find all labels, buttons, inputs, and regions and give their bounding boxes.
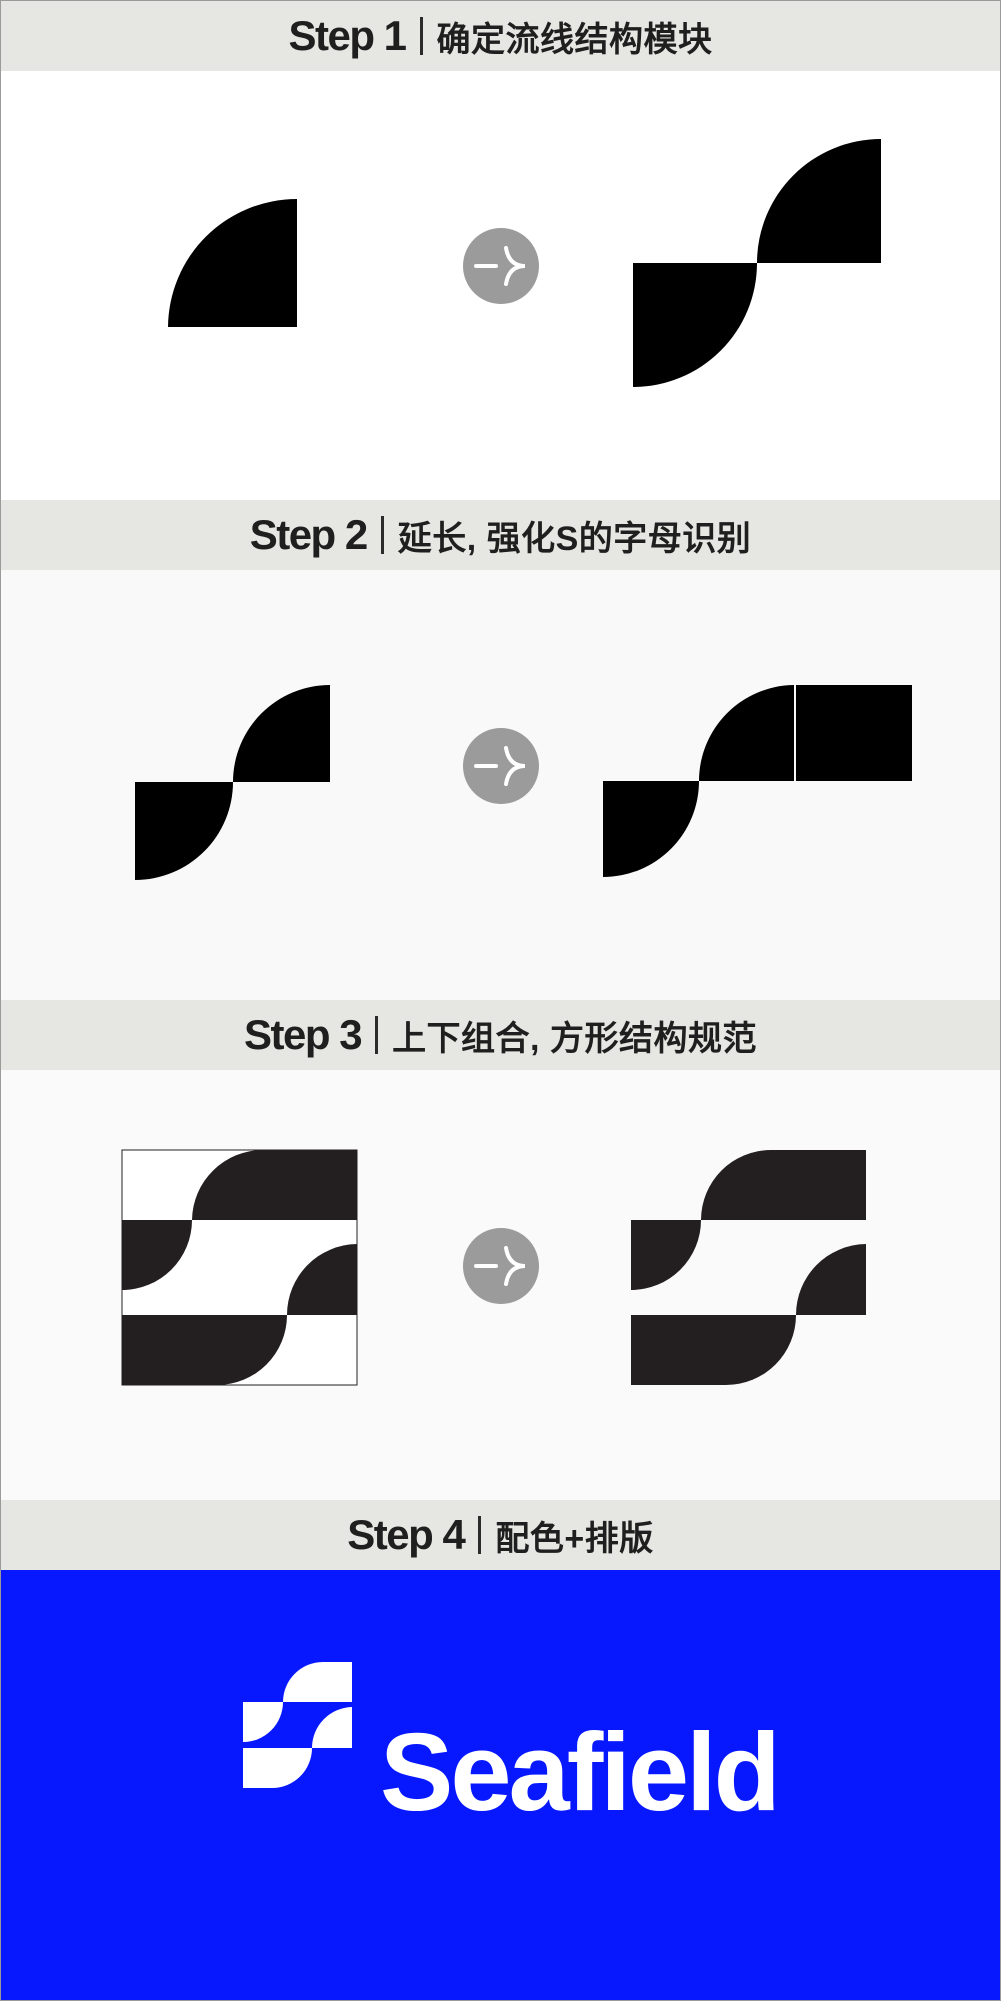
step-4-label: Step 4	[347, 1511, 466, 1558]
step-2-title: 延长, 强化S的字母识别	[397, 519, 752, 558]
step-2-panel	[1, 570, 1000, 1000]
step-1-header: Step 1 确定流线结构模块	[1, 1, 1000, 71]
brand-panel	[1, 1570, 1000, 2000]
step-3-title: 上下组合, 方形结构规范	[392, 1019, 757, 1058]
s-module-top	[233, 685, 330, 782]
s-mark-final	[631, 1150, 866, 1385]
step-2-header: Step 2 延长, 强化S的字母识别	[1, 500, 1000, 570]
step-separator	[478, 1516, 482, 1554]
s-module-top-extended	[699, 685, 794, 781]
step-3-header: Step 3 上下组合, 方形结构规范	[1, 1000, 1000, 1070]
seafield-logo-mark	[243, 1662, 352, 1788]
s-module-top	[757, 139, 881, 263]
brand-wordmark: Seafield	[380, 1711, 781, 1834]
step-1-panel	[1, 71, 1000, 500]
s-module-bottom	[135, 782, 233, 880]
step-4-header: Step 4 配色+排版	[1, 1500, 1000, 1570]
step-4-title: 配色+排版	[495, 1519, 654, 1558]
step-1-label: Step 1	[288, 12, 407, 59]
arrow-right-icon	[463, 228, 539, 304]
step-3-panel	[1, 1070, 1000, 1500]
step-2-label: Step 2	[249, 511, 369, 558]
arrow-right-icon	[463, 728, 539, 804]
arrow-right-icon	[463, 1228, 539, 1304]
step-1-title: 确定流线结构模块	[436, 20, 713, 59]
s-mark-in-square-grid	[121, 1149, 358, 1386]
step-separator	[419, 17, 423, 55]
quarter-circle-module	[168, 199, 297, 327]
extension-block	[796, 685, 912, 781]
s-module-bottom	[603, 781, 699, 877]
step-separator	[380, 516, 384, 554]
s-module-bottom	[633, 263, 757, 387]
step-3-label: Step 3	[244, 1011, 363, 1058]
step-separator	[375, 1016, 379, 1054]
